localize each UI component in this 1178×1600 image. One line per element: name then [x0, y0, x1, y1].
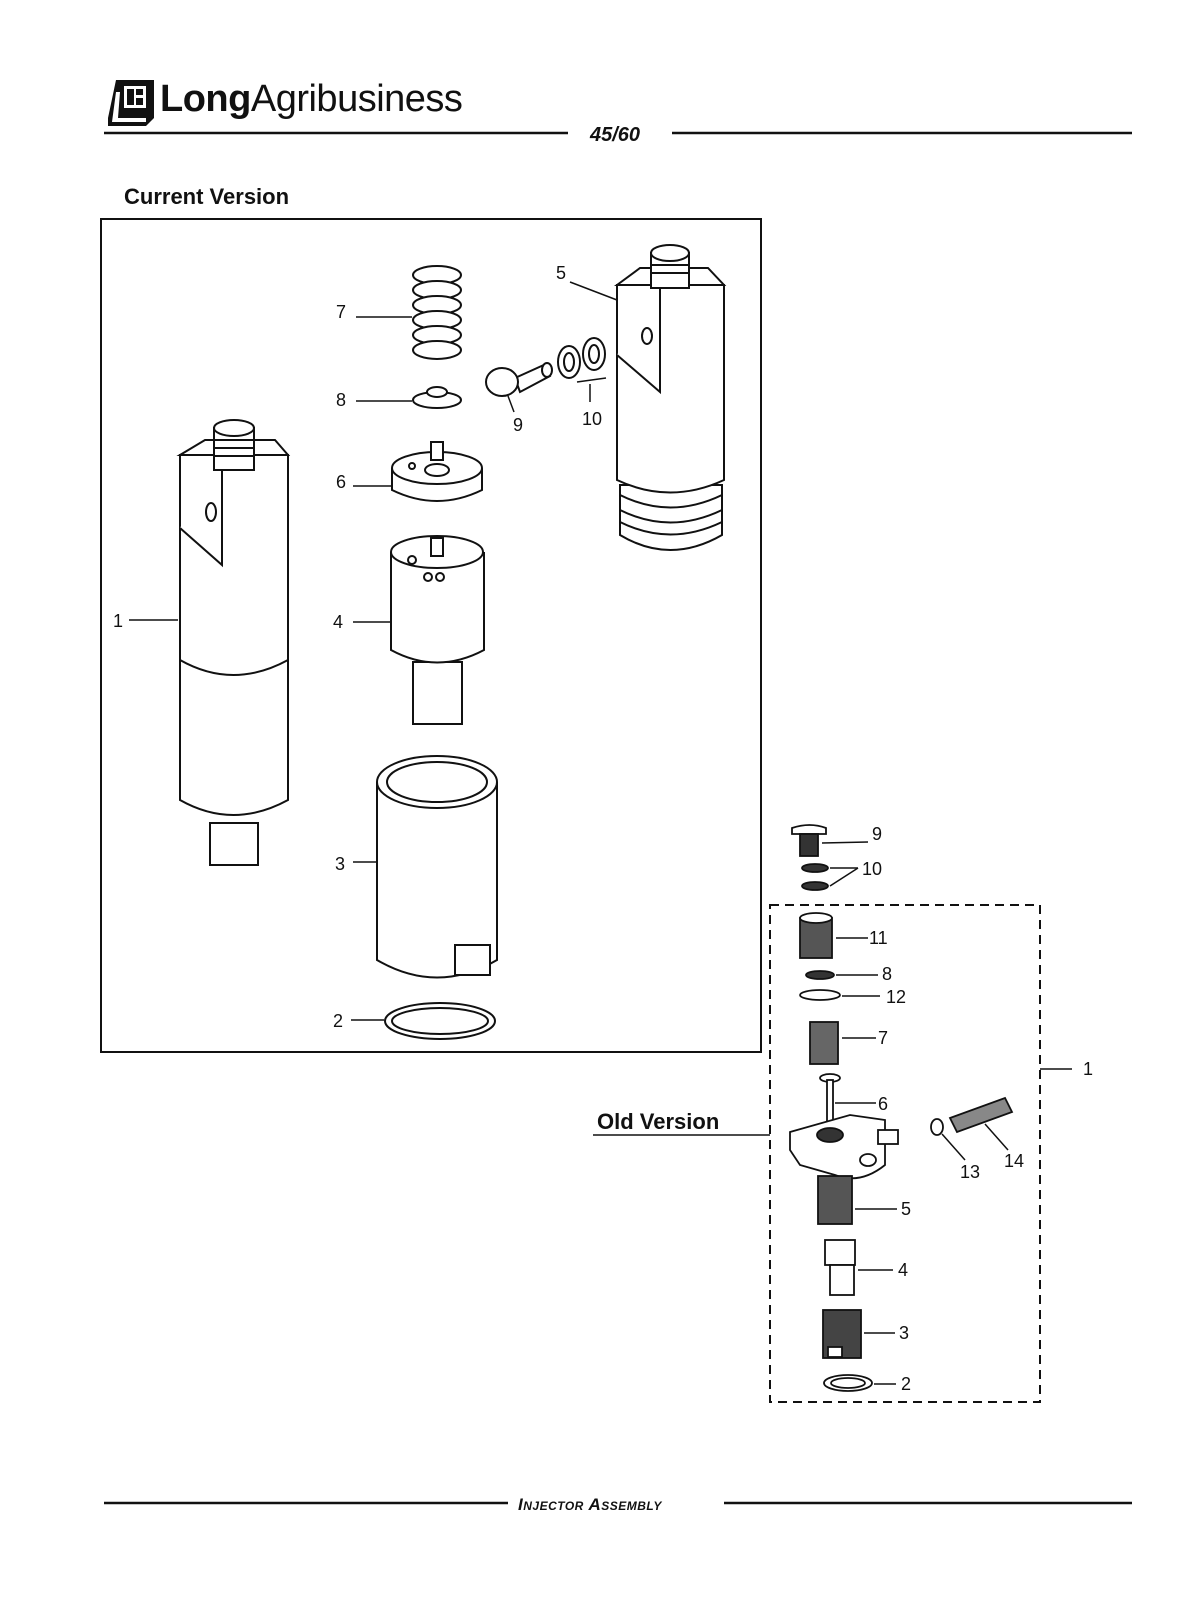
current-callout-8: 8	[336, 390, 346, 410]
old-callout-11: 11	[869, 928, 888, 948]
old-part-4-nozzle	[824, 1239, 856, 1296]
current-part-5-nozzle-holder	[613, 244, 727, 551]
brand-name-bold: Long	[160, 78, 251, 120]
current-callout-4: 4	[333, 612, 343, 632]
current-callout-10: 10	[582, 409, 602, 429]
old-callout-4: 4	[898, 1260, 908, 1280]
current-callout-9: 9	[513, 415, 523, 435]
page-number: 45/60	[590, 124, 641, 146]
current-part-6-plate	[391, 441, 483, 502]
current-callout-5: 5	[556, 263, 566, 283]
old-callout-8: 8	[882, 964, 892, 984]
current-version-frame	[100, 218, 762, 1053]
footer-title: Injector Assembly	[518, 1495, 662, 1514]
brand-name-rest: Agribusiness	[250, 78, 463, 120]
current-part-1-injector	[176, 419, 291, 866]
old-callout-10: 10	[862, 859, 882, 879]
current-callout-1: 1	[113, 611, 123, 631]
old-part-8-seat	[805, 970, 835, 980]
current-callout-3: 3	[335, 854, 345, 874]
old-callout-12: 12	[886, 987, 906, 1007]
current-part-3-nozzle-nut	[376, 755, 498, 979]
current-callout-2: 2	[333, 1011, 343, 1031]
current-part-4-nozzle	[390, 535, 485, 725]
old-part-6-spindle	[819, 1073, 841, 1123]
brand-logo-icon	[108, 80, 154, 126]
old-part-14-connector	[948, 1096, 1014, 1134]
current-callouts: 1 2 3 4 5 6 7 8 9 10	[113, 263, 602, 1031]
current-leader-5	[569, 281, 618, 301]
old-callout-2: 2	[901, 1374, 911, 1394]
old-part-7-spring	[809, 1021, 839, 1065]
old-callout-14: 14	[1004, 1151, 1024, 1171]
old-leader-10b	[829, 867, 859, 887]
current-part-10-washers	[557, 337, 606, 379]
current-part-8-spring-seat	[412, 386, 462, 409]
old-part-10-washers	[801, 863, 829, 891]
old-part-12-ring	[799, 989, 841, 1001]
old-callouts: 1 2 3 4 5 6 7 8 9 10 11 12 13 14	[862, 824, 1093, 1394]
old-callout-6: 6	[878, 1094, 888, 1114]
old-callout-3: 3	[899, 1323, 909, 1343]
old-callout-13: 13	[960, 1162, 980, 1182]
old-leader-14	[984, 1123, 1009, 1151]
old-callout-7: 7	[878, 1028, 888, 1048]
old-part-3-nut	[822, 1309, 862, 1359]
old-part-13-washer	[930, 1118, 944, 1136]
current-leader-9	[507, 395, 515, 413]
old-part-5-holder-body	[789, 1114, 899, 1225]
old-leader-9	[821, 841, 869, 844]
old-callout-5: 5	[901, 1199, 911, 1219]
current-leader-10b	[576, 377, 607, 383]
current-callout-7: 7	[336, 302, 346, 322]
brand-name: LongAgribusiness	[160, 78, 463, 121]
current-part-9-bolt	[485, 362, 553, 397]
old-part-2-washer	[823, 1374, 873, 1392]
old-version-label: Old Version	[597, 1109, 720, 1134]
old-part-9-bolt	[791, 824, 827, 857]
current-part-7-spring	[412, 265, 462, 360]
old-leader-13	[941, 1133, 966, 1161]
current-version-label: Current Version	[124, 184, 290, 209]
old-callout-9: 9	[872, 824, 882, 844]
current-part-2-washer	[384, 1002, 496, 1040]
old-part-11-cap-nut	[799, 912, 833, 959]
old-version-frame	[769, 904, 1041, 1403]
old-callout-1: 1	[1083, 1059, 1093, 1079]
current-callout-6: 6	[336, 472, 346, 492]
